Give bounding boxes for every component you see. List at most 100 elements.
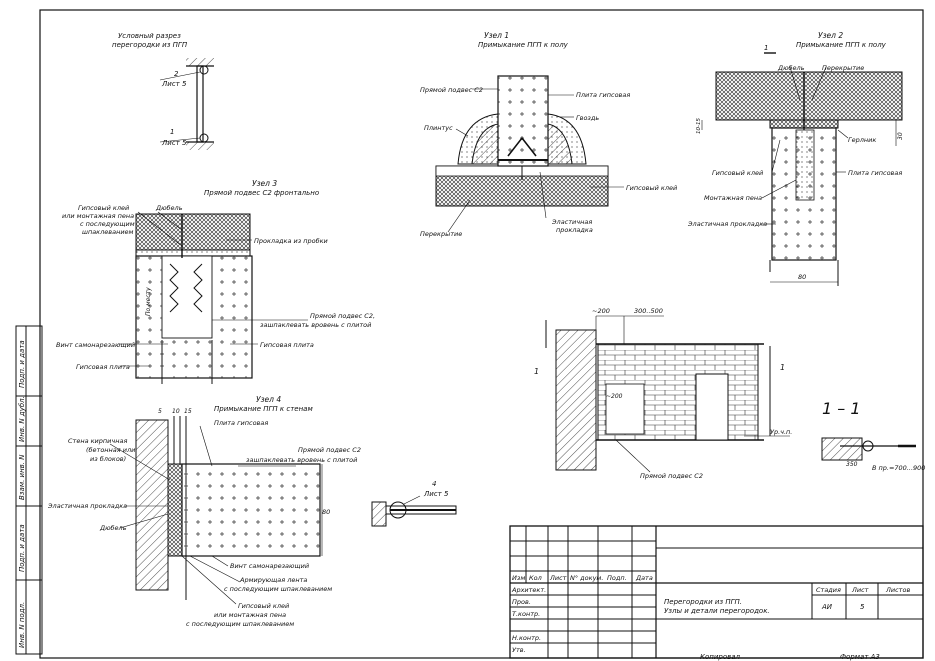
- node3-label-on-place: По месту: [145, 287, 152, 316]
- elevation: 1 1 ~200 300..500 ~200 Ур.ч.п. Прямой по…: [534, 307, 792, 480]
- node-1: Узел 1 Примыкание ПГП к полу Прямой подв…: [420, 31, 677, 238]
- node1-label-hanger: Прямой подвес С2: [420, 86, 483, 94]
- node2-dim-width: 80: [798, 273, 806, 281]
- node4-dim-d2: 10: [172, 408, 180, 415]
- tb-header-date: Дата: [635, 574, 653, 582]
- node4-label-plate: Плита гипсовая: [214, 419, 268, 427]
- node1-label-plate: Плита гипсовая: [576, 91, 630, 99]
- node4-dim-height: 80: [322, 508, 330, 516]
- node3-label-plate-right: Гипсовая плита: [260, 341, 314, 349]
- node2-mark: 1: [764, 44, 768, 52]
- tb-role-ncontrol: Н.контр.: [512, 634, 541, 642]
- node3-subtitle: Прямой подвес С2 фронтально: [204, 189, 319, 197]
- node3-label-hanger-2: зашпаклевать вровень с плитой: [260, 321, 371, 329]
- node1-label-slab: Перекрытие: [420, 230, 462, 238]
- node2-label-glue: Гипсовый клей: [712, 169, 763, 177]
- elevation-mark-left: 1: [534, 367, 539, 376]
- node1-subtitle: Примыкание ПГП к полу: [478, 41, 569, 49]
- title-block: Изм Кол Лист N° докум. Подп. Дата Архите…: [509, 525, 924, 659]
- node3-label-glue-1: Гипсовый клей: [78, 204, 129, 212]
- elevation-floor: Ур.ч.п.: [770, 428, 792, 436]
- conditional-section: Условный разрез перегородки из ПГП 2 Лис…: [112, 32, 214, 150]
- mark-1: 1: [170, 128, 174, 136]
- node4-label-tape-2: с последующим шпаклеванием: [224, 585, 332, 593]
- node4-label-glue-1: Гипсовый клей: [238, 602, 289, 610]
- node1-title: Узел 1: [484, 31, 509, 40]
- section-title: 1 – 1: [822, 399, 861, 418]
- node4-label-elastic: Эластичная прокладка: [47, 502, 127, 510]
- section-small-dim: 350: [846, 461, 858, 468]
- tb-header-izm: Изм: [512, 574, 525, 582]
- node3-title: Узел 3: [252, 179, 277, 188]
- node2-label-slab: Перекрытие: [822, 64, 864, 72]
- node1-label-nail: Гвоздь: [576, 114, 599, 122]
- side-stamp: Подп. и дата Инв. N дубл. Взам. инв. N П…: [15, 325, 43, 655]
- node3-label-hanger-1: Прямой подвес С2,: [310, 312, 375, 320]
- tb-header-doc: N° докум.: [570, 574, 603, 582]
- node4-sheet-ref: Лист 5: [423, 490, 449, 498]
- node4-label-glue-2: или монтажная пена: [214, 611, 286, 619]
- section-caption-1: Условный разрез: [118, 32, 181, 40]
- section-1-1: 1 – 1 350 В пр.=700...900: [821, 399, 925, 472]
- tb-stage: АИ: [821, 603, 833, 611]
- node-2: Узел 2 Примыкание ПГП к полу 1 80 10-15 …: [687, 31, 904, 286]
- section-spacing: В пр.=700...900: [872, 464, 925, 472]
- node1-label-elastic-1: Эластичная: [551, 218, 592, 226]
- tb-header-kol: Кол: [529, 574, 542, 582]
- tb-title-2: Узлы и детали перегородок.: [664, 607, 770, 615]
- tb-role-approve: Утв.: [512, 646, 526, 654]
- node2-label-sealant: Герлник: [848, 136, 876, 144]
- side-stamp-2: Инв. N дубл.: [18, 396, 26, 442]
- tb-header-list: Лист: [549, 574, 567, 582]
- node3-label-glue-4: шпаклеванием: [82, 228, 134, 236]
- node1-label-plinth: Плинтус: [424, 124, 453, 132]
- node4-label-dowel: Дюбель: [99, 524, 127, 532]
- tb-sheets-header: Листов: [885, 586, 910, 594]
- node2-label-dowel: Дюбель: [777, 64, 805, 72]
- node-4: Узел 4 Примыкание ПГП к стенам 5 10 15 8…: [47, 395, 457, 628]
- node4-title: Узел 4: [256, 395, 281, 404]
- node3-label-dowel: Дюбель: [155, 204, 183, 212]
- sheet-ref-2: Лист 5: [161, 80, 187, 88]
- node4-subtitle: Примыкание ПГП к стенам: [214, 405, 313, 413]
- node3-label-plate-left: Гипсовая плита: [76, 363, 130, 371]
- tb-role-tcontrol: Т.контр.: [512, 610, 540, 618]
- node-3: Узел 3 Прямой подвес С2 фронтально По ме…: [56, 179, 375, 384]
- sheet-ref-1: Лист 5: [161, 139, 187, 147]
- node2-label-elastic: Эластичная прокладка: [687, 220, 767, 228]
- node4-label-hanger-1: Прямой подвес С2: [298, 446, 361, 454]
- tb-sheet-header: Лист: [851, 586, 869, 594]
- mark-2: 2: [174, 70, 179, 78]
- node4-label-glue-3: с последующим шпаклеванием: [186, 620, 294, 628]
- node4-dim-d3: 15: [184, 408, 192, 415]
- copy-label: Копировал: [700, 653, 741, 661]
- node4-mark: 4: [432, 480, 436, 488]
- tb-role-architect: Архитект.: [511, 586, 546, 594]
- node2-title: Узел 2: [818, 31, 843, 40]
- node2-dim-side: 30: [897, 132, 904, 140]
- node2-label-foam: Монтажная пена: [704, 194, 762, 202]
- node4-label-wall-2: (бетонная или: [86, 446, 135, 454]
- tb-header-sign: Подп.: [607, 574, 627, 582]
- node2-subtitle: Примыкание ПГП к полу: [796, 41, 887, 49]
- node3-label-cork: Прокладка из пробки: [254, 237, 328, 245]
- side-stamp-4: Подп. и дата: [18, 524, 26, 572]
- elevation-hanger: Прямой подвес С2: [640, 472, 703, 480]
- format-label: Формат А3: [840, 653, 880, 661]
- elevation-dim-inner: ~200: [606, 393, 623, 400]
- sheet-frame: [39, 9, 924, 659]
- elevation-mark-right: 1: [780, 363, 785, 372]
- node4-label-hanger-2: зашпаклевать вровень с плитой: [246, 456, 357, 464]
- elevation-dim-left: ~200: [592, 307, 610, 315]
- side-stamp-3: Взам. инв. N: [18, 454, 26, 500]
- node4-label-wall-1: Стена кирпичная: [68, 437, 127, 445]
- node4-label-wall-3: из блоков): [90, 455, 126, 463]
- side-stamp-1: Подп. и дата: [18, 340, 26, 388]
- node4-dim-d1: 5: [158, 408, 162, 415]
- node2-label-plate: Плита гипсовая: [848, 169, 902, 177]
- side-stamp-5: Инв. N подл.: [18, 602, 26, 648]
- node4-label-screw: Винт самонарезающий: [230, 562, 309, 570]
- node3-label-glue-2: или монтажная пена: [62, 212, 134, 220]
- node3-label-glue-3: с последующим: [80, 220, 135, 228]
